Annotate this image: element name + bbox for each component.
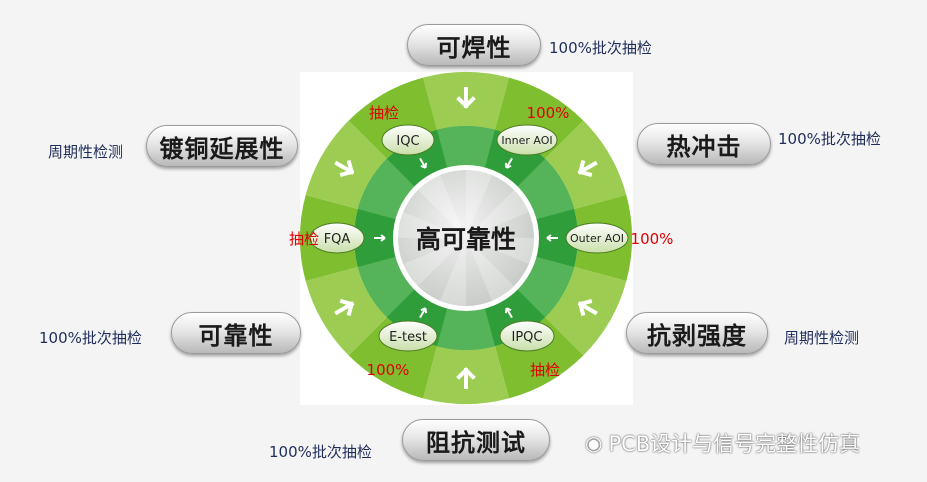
outer-arrows — [334, 87, 598, 389]
outer-ring-segment — [494, 77, 584, 159]
inner-arrows — [374, 157, 558, 319]
rate-fqa: 抽检 — [289, 230, 319, 248]
center-ray — [466, 238, 534, 265]
arrow-icon — [456, 87, 476, 109]
center-ray — [417, 175, 466, 238]
center-rays — [398, 170, 534, 306]
test-solderability-label: 可焊性 — [436, 33, 512, 62]
station-fqa-label: FQA — [324, 232, 351, 247]
test-impedance-label: 阻抗测试 — [426, 428, 526, 457]
middle-ring-segment — [437, 308, 495, 350]
outer-ring-segment — [545, 120, 627, 210]
outer-ring-segment — [348, 317, 438, 399]
test-solderability: 可焊性 — [407, 24, 541, 66]
center-ray — [403, 238, 466, 287]
center-ray — [466, 189, 529, 238]
arrow-icon — [577, 298, 598, 317]
center-disc — [398, 170, 534, 306]
outer-ring — [299, 72, 632, 404]
test-plating-ductility: 镀铜延展性 — [146, 125, 298, 167]
outer-ring-segment — [305, 120, 387, 210]
wechat-icon: ◉ — [585, 431, 603, 455]
test-peel-strength-label: 抗剥强度 — [647, 321, 747, 350]
station-iqc: IQC — [381, 124, 435, 156]
center-ray — [439, 238, 466, 306]
test-reliability-label: 可靠性 — [198, 321, 274, 350]
station-iqc-label: IQC — [396, 134, 419, 149]
small-arrow-icon — [419, 307, 428, 319]
test-peel-strength: 抗剥强度 — [626, 312, 768, 354]
outer-ring-segment — [305, 266, 387, 356]
test-impedance-note: 100%批次抽检 — [269, 443, 372, 461]
test-thermal-shock: 热冲击 — [637, 123, 771, 165]
middle-ring-segment — [437, 126, 495, 168]
middle-ring-segments — [357, 126, 575, 350]
middle-ring-segment — [357, 158, 415, 220]
outer-ring-segment — [545, 266, 627, 356]
test-reliability: 可靠性 — [171, 312, 301, 354]
test-peel-strength-note: 周期性检测 — [784, 329, 860, 347]
station-fqa: FQA — [309, 222, 365, 254]
watermark-text: PCB设计与信号完整性仿真 — [608, 432, 861, 456]
test-solderability-note: 100%批次抽检 — [549, 39, 652, 57]
middle-ring-segment — [357, 256, 415, 318]
station-inner-aoi: Inner AOI — [496, 124, 558, 156]
small-arrow-icon — [546, 234, 558, 242]
rate-iqc: 抽检 — [369, 104, 399, 122]
center-title: 高可靠性 — [416, 225, 516, 254]
rate-ipqc: 抽检 — [530, 361, 560, 379]
arrow-icon — [334, 159, 355, 178]
test-plating-ductility-label: 镀铜延展性 — [159, 134, 285, 163]
center-ray — [398, 211, 466, 238]
station-outer-aoi-label: Outer AOI — [570, 232, 624, 245]
test-thermal-shock-label: 热冲击 — [666, 132, 742, 161]
test-plating-ductility-note: 周期性检测 — [48, 143, 124, 161]
center-ray — [466, 238, 515, 301]
station-ipqc-label: IPQC — [512, 330, 543, 345]
outer-ring-segment — [348, 77, 438, 159]
small-arrow-icon — [504, 307, 513, 319]
middle-ring-segment — [517, 158, 575, 220]
small-arrow-icon — [374, 234, 386, 242]
small-arrow-icon — [419, 157, 428, 169]
small-arrow-icon — [504, 157, 513, 169]
arrow-icon — [577, 159, 598, 178]
rate-outer-aoi: 100% — [631, 230, 674, 248]
station-etest: E-test — [378, 320, 438, 352]
test-thermal-shock-note: 100%批次抽检 — [778, 130, 881, 148]
test-reliability-note: 100%批次抽检 — [39, 329, 142, 347]
center-ray — [466, 170, 493, 238]
outer-ring-segment — [494, 317, 584, 399]
watermark: ◉ PCB设计与信号完整性仿真 — [585, 428, 860, 458]
test-impedance: 阻抗测试 — [402, 419, 550, 461]
station-inner-aoi-label: Inner AOI — [501, 134, 552, 147]
station-outer-aoi: Outer AOI — [565, 222, 629, 254]
rate-inner-aoi: 100% — [527, 104, 570, 122]
arrow-icon — [334, 298, 355, 317]
station-etest-label: E-test — [389, 330, 427, 345]
rate-etest: 100% — [367, 361, 410, 379]
station-ipqc: IPQC — [499, 320, 555, 352]
arrow-icon — [456, 367, 476, 389]
middle-ring-segment — [517, 256, 575, 318]
